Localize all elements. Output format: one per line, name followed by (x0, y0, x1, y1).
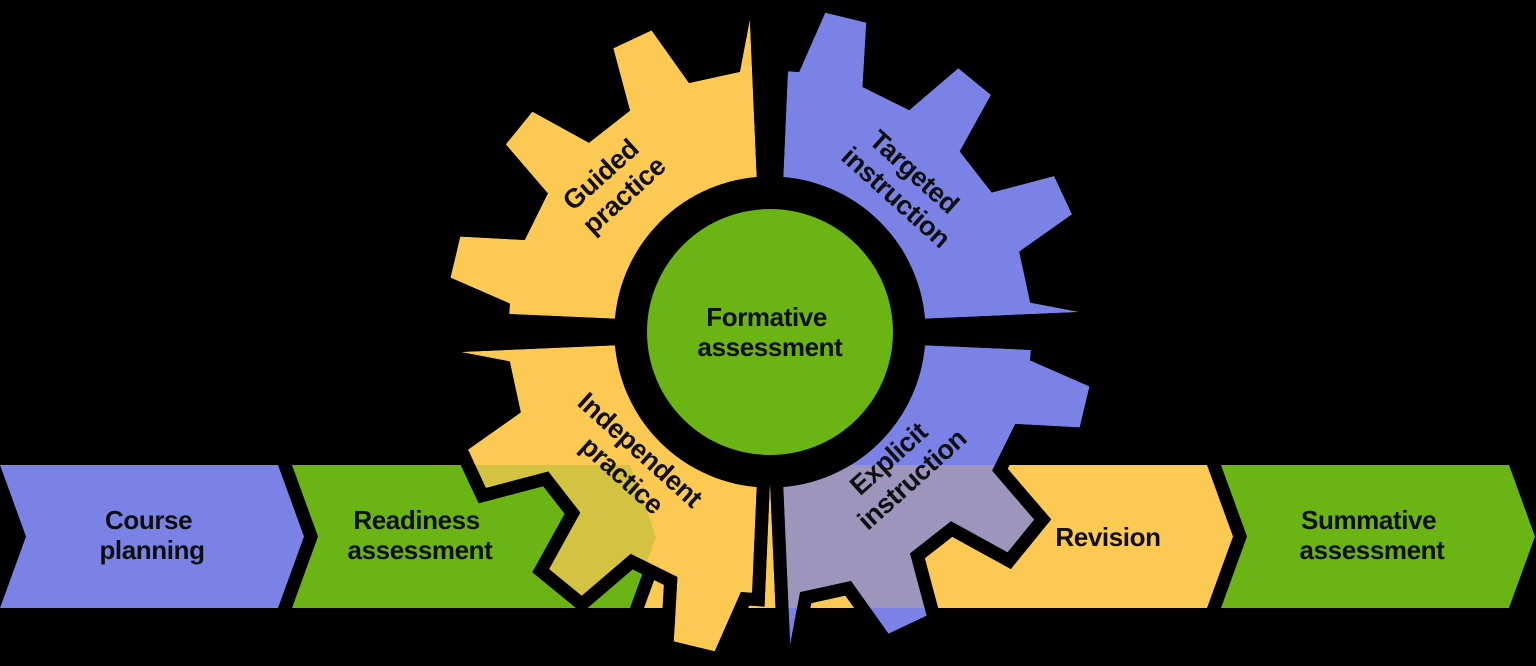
label-revision: Revision (1055, 522, 1160, 552)
gear-outline (432, 331, 771, 666)
gear-outline (769, 331, 1105, 666)
formative-assessment-circle (627, 189, 913, 475)
gear-outline (435, 0, 771, 333)
arrow-summative-assessment (1221, 465, 1535, 608)
label-summative-assessment: Summative assessment (1300, 505, 1446, 565)
label-formative-assessment: Formative assessment (698, 302, 844, 362)
arrow-course-planning (0, 465, 304, 608)
gear-outline (769, 0, 1108, 333)
label-readiness-assessment: Readiness assessment (348, 505, 494, 565)
gear-outlines (432, 0, 1108, 666)
label-course-planning: Course planning (99, 505, 204, 565)
